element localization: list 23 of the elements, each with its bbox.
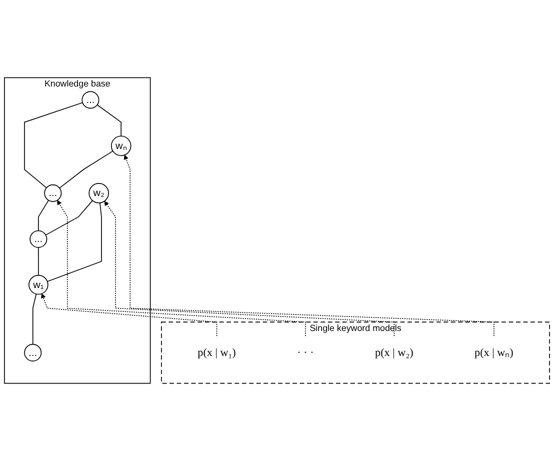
arrow (57, 200, 306, 336)
arrow (41, 293, 218, 336)
connector (96, 104, 122, 137)
node-circle: wₙ (110, 136, 132, 156)
connector (38, 247, 39, 276)
node-text: · · · (297, 346, 314, 359)
arrow (124, 154, 494, 336)
connector (32, 294, 37, 345)
node-circle: ... (44, 184, 62, 202)
arrow (104, 200, 395, 336)
connector (45, 200, 93, 236)
node-circle: w₂ (88, 183, 109, 204)
connector (46, 202, 102, 282)
node-text: p(x | wₙ) (474, 346, 514, 359)
node-circle: ... (82, 91, 100, 109)
node-circle: w₁ (28, 274, 48, 295)
node-text: p(x | w₁) (198, 346, 236, 359)
connector (38, 200, 49, 232)
node-circle: ... (24, 344, 42, 362)
connector (24, 102, 83, 188)
connector (59, 150, 114, 188)
node-text: p(x | w₂) (375, 346, 414, 359)
node-circle: ... (30, 230, 48, 248)
